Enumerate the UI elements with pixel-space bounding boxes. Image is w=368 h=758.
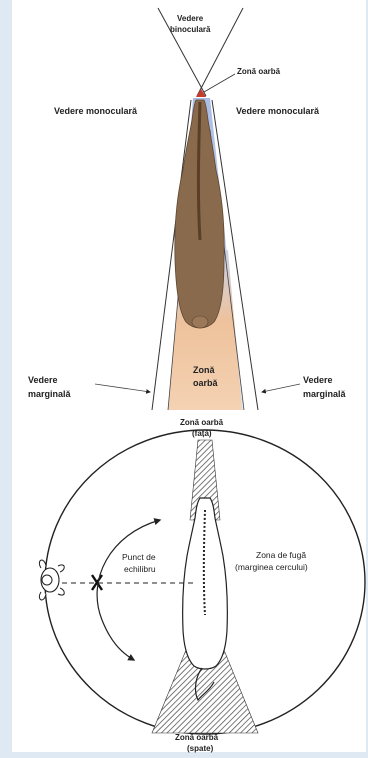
binocular-label-line1: Vedere [177, 14, 204, 23]
balance-label-line2: echilibru [124, 564, 156, 574]
flight-zone-label-line1: Zona de fugă [256, 550, 306, 560]
blind-front-label: Zonă oarbă [237, 67, 281, 76]
flight-zone-label-line2: (marginea cercului) [235, 562, 308, 572]
blind-rear-label-line2: oarbă [193, 378, 219, 388]
marginal-arrow-left [95, 384, 150, 392]
blind-front-leader [204, 74, 235, 92]
monocular-right-label: Vedere monoculară [236, 106, 320, 116]
marginal-arrow-right [262, 384, 300, 392]
monocular-left-label: Vedere monoculară [54, 106, 138, 116]
bottom-flight-diagram: Zonă oarbă (față) Punct de echilibru Zon… [39, 418, 365, 753]
balance-label-line1: Punct de [122, 552, 156, 562]
blind-rear-label-line1: Zonă [193, 365, 215, 375]
blind-back-label-line1: Zonă oarbă [175, 733, 219, 742]
marginal-right-label-line1: Vedere [303, 375, 333, 385]
binocular-label-line2: binoculară [170, 25, 211, 34]
handler-figure [39, 560, 64, 600]
blind-front-bottom-line2: (față) [192, 429, 212, 438]
marginal-left-label-line2: marginală [28, 389, 72, 399]
blind-back-label-line2: (spate) [187, 744, 214, 753]
marginal-left-label-line1: Vedere [28, 375, 58, 385]
marginal-right-label-line2: marginală [303, 389, 347, 399]
balance-curved-arrow [97, 520, 160, 660]
blind-front-bottom-line1: Zonă oarbă [180, 418, 224, 427]
top-vision-diagram: Vedere binoculară Zonă oarbă Vedere mono… [28, 8, 347, 410]
